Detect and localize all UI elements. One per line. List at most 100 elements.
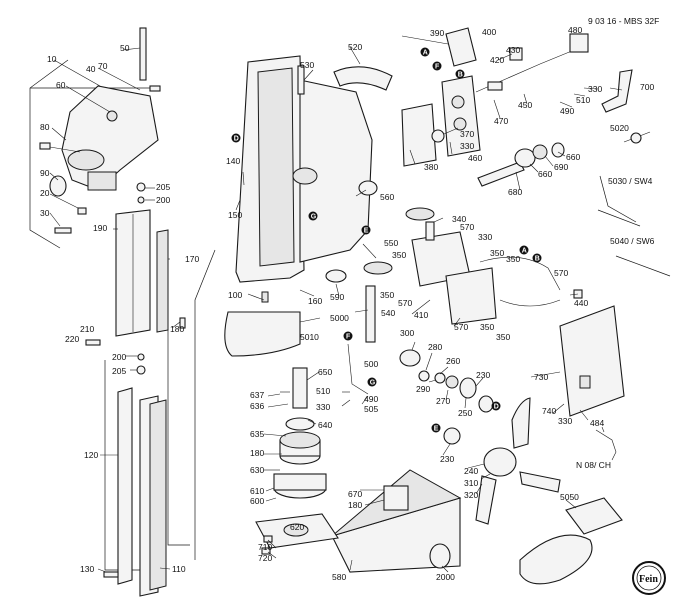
- svg-text:E: E: [434, 426, 439, 433]
- label-570a: 570: [460, 222, 474, 232]
- label-230b: 230: [440, 454, 454, 464]
- label-330c: 330: [460, 141, 474, 151]
- label-350e: 350: [480, 322, 494, 332]
- label-10: 10: [47, 54, 57, 64]
- badge-f-1: F: [432, 61, 442, 71]
- label-280: 280: [428, 342, 442, 352]
- label-70: 70: [98, 61, 108, 71]
- tool-label-sw4: 5030 / SW4: [608, 176, 653, 186]
- label-510b: 510: [576, 95, 590, 105]
- label-90: 90: [40, 168, 50, 178]
- label-350f: 350: [496, 332, 510, 342]
- label-390: 390: [430, 28, 444, 38]
- svg-text:B: B: [458, 72, 463, 79]
- footer-code: N 08/ CH: [576, 460, 611, 470]
- label-270: 270: [436, 396, 450, 406]
- part-50-rod: [139, 27, 147, 81]
- label-650: 650: [318, 367, 332, 377]
- label-180: 180: [170, 324, 184, 334]
- svg-text:G: G: [311, 214, 317, 221]
- label-205: 205: [156, 182, 170, 192]
- part-650-stud: [292, 367, 308, 409]
- label-100: 100: [228, 290, 242, 300]
- label-637: 637: [250, 390, 264, 400]
- part-520-handle: [333, 66, 393, 91]
- badge-a-2: A: [519, 245, 529, 255]
- label-80: 80: [40, 122, 50, 132]
- svg-text:D: D: [234, 136, 239, 143]
- label-550: 550: [384, 238, 398, 248]
- svg-text:F: F: [346, 334, 351, 341]
- label-150: 150: [228, 210, 242, 220]
- label-570d: 570: [454, 322, 468, 332]
- badge-b-2: B: [532, 253, 542, 263]
- label-600: 600: [250, 496, 264, 506]
- label-505: 505: [364, 404, 378, 414]
- label-160: 160: [308, 296, 322, 306]
- label-630: 630: [250, 465, 264, 475]
- svg-text:E: E: [364, 228, 369, 235]
- badge-e-2: E: [431, 423, 441, 433]
- label-300: 300: [400, 328, 414, 338]
- label-690: 690: [554, 162, 568, 172]
- label-610: 610: [250, 486, 264, 496]
- label-370: 370: [460, 129, 474, 139]
- label-570b: 570: [554, 268, 568, 278]
- column-group-frame: [167, 300, 190, 546]
- svg-text:B: B: [535, 256, 540, 263]
- label-710: 710: [258, 542, 272, 552]
- label-40: 40: [86, 64, 96, 74]
- label-484: 484: [590, 418, 604, 428]
- badge-a-1: A: [420, 47, 430, 57]
- label-730: 730: [534, 372, 548, 382]
- label-350a: 350: [392, 250, 406, 260]
- label-5020: 5020: [610, 123, 629, 133]
- label-5010: 5010: [300, 332, 319, 342]
- part-380-gasket: [401, 103, 437, 167]
- part-680-shaft: [477, 161, 525, 187]
- label-20: 20: [40, 188, 50, 198]
- label-180b: 180: [250, 448, 264, 458]
- label-420: 420: [490, 55, 504, 65]
- label-350b: 350: [490, 248, 504, 258]
- label-350c: 350: [506, 254, 520, 264]
- label-570c: 570: [398, 298, 412, 308]
- label-720: 720: [258, 553, 272, 563]
- label-140: 140: [226, 156, 240, 166]
- label-620: 620: [290, 522, 304, 532]
- label-220: 220: [65, 334, 79, 344]
- label-440: 440: [574, 298, 588, 308]
- tool-label-sw6: 5040 / SW6: [610, 236, 655, 246]
- svg-text:F: F: [435, 64, 440, 71]
- left-group-frame: [29, 59, 69, 249]
- label-205b: 205: [112, 366, 126, 376]
- label-190: 190: [93, 223, 107, 233]
- part-540-shaft: [365, 285, 376, 343]
- label-210: 210: [80, 324, 94, 334]
- part-number-labels: 50 10 70 40 60 80 90 20 30 205 200 190 1…: [40, 25, 654, 582]
- fein-logo: Fein: [632, 561, 666, 595]
- label-30: 30: [40, 208, 50, 218]
- label-130: 130: [80, 564, 94, 574]
- label-260: 260: [446, 356, 460, 366]
- label-330e: 330: [558, 416, 572, 426]
- part-120-rail: [117, 387, 133, 585]
- svg-text:A: A: [522, 248, 527, 255]
- label-320: 320: [464, 490, 478, 500]
- label-590: 590: [330, 292, 344, 302]
- label-410: 410: [414, 310, 428, 320]
- document-code: 9 03 16 - MBS 32F: [588, 16, 659, 26]
- part-5000-chip-guard: [224, 311, 301, 357]
- badge-g-2: G: [367, 377, 377, 387]
- label-635: 635: [250, 429, 264, 439]
- label-700: 700: [640, 82, 654, 92]
- label-470: 470: [494, 116, 508, 126]
- label-180c: 180: [348, 500, 362, 510]
- svg-text:Fein: Fein: [639, 574, 658, 585]
- label-240: 240: [464, 466, 478, 476]
- badge-e-1: E: [361, 225, 371, 235]
- label-250: 250: [458, 408, 472, 418]
- svg-text:A: A: [423, 50, 428, 57]
- svg-text:D: D: [494, 404, 499, 411]
